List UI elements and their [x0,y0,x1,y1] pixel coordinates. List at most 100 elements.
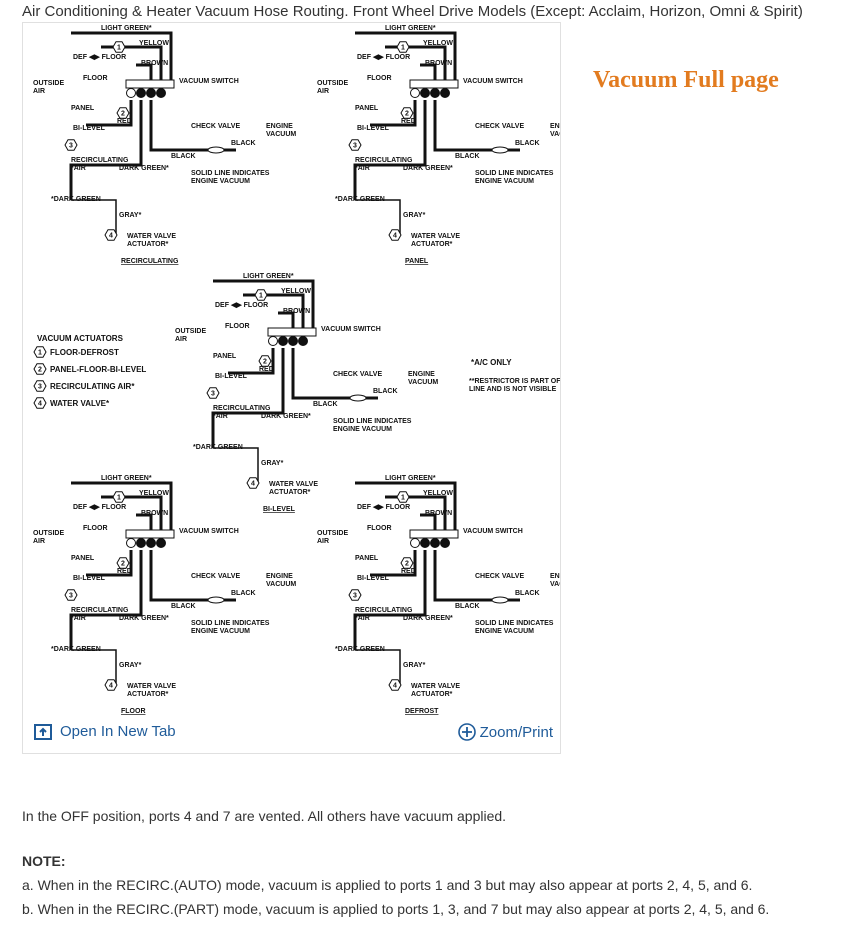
recirculating-air-label: *AIR [355,165,370,172]
floor-label: FLOOR [367,525,392,532]
switch-port [288,336,298,346]
outside-air-label: AIR [33,538,45,545]
engine-vacuum-label: VACUUM [266,581,296,588]
red-label: RED [117,118,132,125]
actuator-number: 1 [117,495,121,502]
bi-level-label: BI-LEVEL [215,373,248,380]
black-label-lower: BLACK [171,603,196,610]
outside-air-label: AIR [175,336,187,343]
vacuum-switch-label: VACUUM SWITCH [463,528,523,535]
switch-port [420,88,430,98]
black-label-upper: BLACK [231,590,256,597]
light-green-hose [213,279,315,333]
engine-vacuum-label: ENGINE [550,123,560,130]
water-valve-actuator-label: ACTUATOR* [411,691,453,698]
engine-vacuum-label: ENGINE [408,371,435,378]
dark-green-star-label: *DARK GREEN [193,444,243,451]
dark-green-hose [211,348,285,448]
off-position-text: In the OFF position, ports 4 and 7 are v… [22,808,507,824]
red-hose [228,348,275,375]
actuator-marker [246,477,260,489]
switch-port [440,538,450,548]
actuator-number: 3 [353,143,357,150]
zoom-print-label: Zoom/Print [479,723,553,741]
actuator-marker [348,139,362,151]
vacuum-switch-body [125,79,175,89]
dark-green-star-label: *DARK GREEN [51,196,101,203]
page-title: Air Conditioning & Heater Vacuum Hose Ro… [22,3,803,20]
def-floor-label: DEF ◀▶ FLOOR [73,54,126,61]
yellow-label: YELLOW [139,40,169,47]
vacuum-full-page-link[interactable]: Vacuum Full page [593,67,779,93]
dark-green-star-label: *DARK GREEN [335,646,385,653]
actuator-marker [33,346,47,358]
switch-port [268,336,278,346]
engine-vacuum-label: VACUUM [550,581,560,588]
actuator-marker [104,229,118,241]
actuator-number: 4 [393,683,397,690]
actuator-number: 2 [38,367,42,374]
actuator-marker [396,41,410,53]
gray-hose [355,649,401,685]
black-label-upper: BLACK [515,140,540,147]
zoom-print-link[interactable]: Zoom/Print [457,723,553,741]
actuator-marker [116,107,130,119]
panel-label: PANEL [71,555,95,562]
switch-port [126,88,136,98]
actuator-marker [116,557,130,569]
outside-air-label: OUTSIDE [175,328,206,335]
actuator-number: 2 [405,561,409,568]
water-valve-actuator-label: ACTUATOR* [127,691,169,698]
gray-hose [71,199,117,235]
open-new-tab-link[interactable]: Open In New Tab [34,723,176,740]
bi-level-label: BI-LEVEL [357,125,390,132]
gray-label: GRAY* [261,460,284,467]
red-label: RED [401,568,416,575]
yellow-label: YELLOW [423,490,453,497]
footnote-ac-only: *A/C ONLY [471,358,512,367]
recirculating-air-label: *AIR [213,413,228,420]
dark-green-label: DARK GREEN* [119,165,169,172]
actuator-marker [33,363,47,375]
red-hose [86,100,133,127]
recirculating-air-label: *AIR [355,615,370,622]
switch-port [298,336,308,346]
gray-hose [71,649,117,685]
switch-port [440,88,450,98]
dark-green-star-label: *DARK GREEN [51,646,101,653]
red-hose [370,550,417,577]
switch-port [278,336,288,346]
actuator-marker [33,380,47,392]
brown-hose [420,513,437,535]
light-green-hose [355,31,457,85]
yellow-label: YELLOW [139,490,169,497]
switch-port [146,538,156,548]
check-valve [207,596,225,604]
check-valve-label: CHECK VALVE [191,123,240,130]
actuator-number: 4 [109,233,113,240]
engine-vacuum-label: VACUUM [550,131,560,138]
actuator-marker [104,679,118,691]
check-valve [207,146,225,154]
dark-green-label: DARK GREEN* [119,615,169,622]
actuator-number: 2 [263,359,267,366]
def-floor-label: DEF ◀▶ FLOOR [357,504,410,511]
light-green-label: LIGHT GREEN* [243,273,294,280]
panel-label: PANEL [213,353,237,360]
brown-label: BROWN [141,510,168,517]
water-valve-actuator-label: ACTUATOR* [269,489,311,496]
actuator-marker [112,491,126,503]
brown-label: BROWN [425,510,452,517]
vacuum-switch-body [267,327,317,337]
light-green-label: LIGHT GREEN* [385,475,436,482]
footnote-restrictor: **RESTRICTOR IS PART OF VACUUM [469,378,560,385]
red-label: RED [259,366,274,373]
black-label-lower: BLACK [455,603,480,610]
light-green-label: LIGHT GREEN* [385,25,436,32]
red-label: RED [401,118,416,125]
vacuum-switch-body [409,79,459,89]
